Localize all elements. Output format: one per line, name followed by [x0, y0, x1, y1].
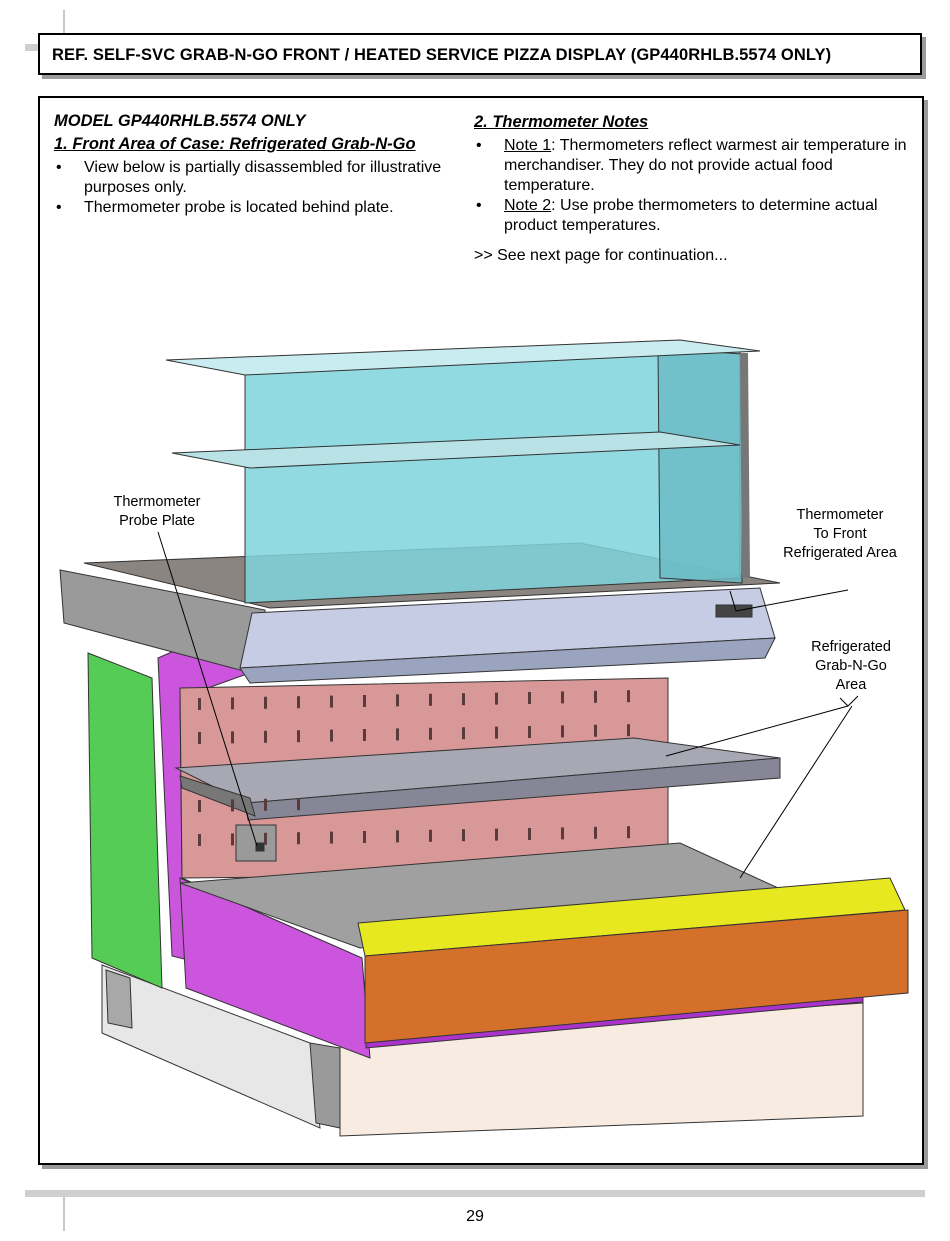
perforation-slot	[297, 798, 300, 811]
perforation-slot	[429, 727, 432, 740]
bullet-icon: •	[476, 197, 482, 214]
perforation-slot	[198, 834, 201, 846]
perforation-slot	[495, 726, 498, 739]
perforation-slot	[264, 832, 267, 845]
page-title: REF. SELF-SVC GRAB-N-GO FRONT / HEATED S…	[52, 46, 832, 64]
right-column: 2. Thermometer Notes • Note 1: Thermomete…	[474, 112, 914, 266]
perforation-slot	[495, 692, 498, 705]
orange-front-panel	[364, 909, 909, 1044]
perforation-slot	[264, 696, 267, 709]
perforation-slot	[462, 693, 465, 706]
perforation-slot	[363, 831, 366, 843]
list-item: •Thermometer probe is located behind pla…	[56, 199, 394, 216]
perforation-slot	[594, 724, 597, 737]
perforation-slot	[627, 690, 630, 703]
leader-front-thermometer	[729, 589, 849, 612]
perforation-slot	[231, 799, 234, 812]
probe-plate-hole	[255, 842, 265, 852]
green-side-panel	[87, 652, 163, 989]
shelf-bracket	[179, 775, 256, 817]
perforation-slot	[462, 829, 465, 842]
glass-top-shelf	[165, 339, 761, 376]
callout-probe-plate: Thermometer Probe Plate	[113, 494, 201, 529]
perforation-slot	[264, 798, 267, 811]
perforation-slot	[429, 829, 432, 842]
perforation-slot	[198, 698, 201, 710]
header-box: REF. SELF-SVC GRAB-N-GO FRONT / HEATED S…	[38, 33, 922, 75]
left-leg	[105, 969, 133, 1029]
perforation-slot	[627, 724, 630, 737]
thermometer-bar-lower	[239, 637, 776, 684]
perforation-slot	[330, 831, 333, 844]
perforation-slot	[330, 729, 333, 742]
perforation-slot	[528, 828, 531, 840]
thermometer-notes-list: • Note 1: Thermometers reflect warmest ai…	[474, 136, 914, 236]
right-leg	[309, 1042, 341, 1129]
perforation-slot	[297, 832, 300, 845]
perforation-slot	[561, 827, 564, 840]
perforation-slot	[198, 732, 201, 744]
perforation-slot	[297, 730, 300, 743]
leader-probe-plate	[157, 531, 258, 847]
continuation-note: >> See next page for continuation...	[474, 247, 728, 264]
perforation-slot	[231, 833, 234, 846]
perforation-slot	[495, 828, 498, 841]
gutter-line-top	[63, 10, 65, 45]
display-case-illustration	[59, 339, 909, 1137]
perforation-slot	[594, 826, 597, 839]
bullet-icon: •	[56, 159, 62, 176]
perforation-slot	[396, 830, 399, 843]
perforation-slot	[528, 726, 531, 738]
glass-middle-shelf	[171, 431, 741, 469]
bullet-icon: •	[56, 199, 62, 216]
thermometer-notes-heading: 2. Thermometer Notes	[474, 113, 649, 131]
front-area-list: •View below is partially disassembled fo…	[54, 158, 464, 218]
note-text: : Thermometers reflect warmest air tempe…	[504, 137, 907, 194]
lower-frame	[101, 964, 321, 1129]
perforation-slot	[231, 731, 234, 744]
perforation-slot	[363, 729, 366, 741]
leader-grab-n-go-deck	[739, 705, 853, 879]
magenta-side	[179, 877, 371, 1059]
leader-grab-n-go-bracket	[839, 695, 859, 707]
list-item: • Note 1: Thermometers reflect warmest ai…	[474, 136, 914, 196]
perforation-slot	[363, 695, 366, 707]
note-text: : Use probe thermometers to determine ac…	[504, 197, 878, 234]
callout-front-thermometer: Thermometer To Front Refrigerated Area	[783, 507, 897, 561]
bullet-icon: •	[476, 137, 482, 154]
callout-grab-n-go: Refrigerated Grab-N-Go Area	[811, 639, 891, 693]
glass-post	[740, 352, 750, 579]
perforation-slot	[396, 728, 399, 741]
gutter-line-bottom	[63, 1197, 65, 1231]
perforation-slot	[528, 692, 531, 704]
perforation-slot	[429, 693, 432, 706]
model-heading: MODEL GP440RHLB.5574 ONLY	[54, 112, 306, 130]
perforation-slot	[561, 691, 564, 704]
note-label: Note 1	[504, 137, 552, 154]
perforation-slot	[561, 725, 564, 738]
content-box: MODEL GP440RHLB.5574 ONLY 1. Front Area …	[38, 96, 924, 1165]
left-column: MODEL GP440RHLB.5574 ONLY 1. Front Area …	[54, 111, 464, 218]
note-label: Note 2	[504, 197, 552, 214]
perforation-slot	[396, 694, 399, 707]
perforation-slot	[330, 695, 333, 708]
glass-side-panel	[657, 347, 743, 584]
leader-grab-n-go-shelf	[665, 705, 849, 757]
perforation-slot	[627, 826, 630, 839]
perforation-slot	[462, 727, 465, 740]
bottom-rule	[25, 1190, 925, 1197]
front-area-heading: 1. Front Area of Case: Refrigerated Grab…	[54, 135, 416, 153]
list-item: • Note 2: Use probe thermometers to deter…	[474, 196, 914, 236]
thermometer-display	[715, 604, 753, 618]
perforation-slot	[297, 696, 300, 709]
list-item: •View below is partially disassembled fo…	[56, 159, 442, 196]
perforation-slot	[231, 697, 234, 710]
perforation-slot	[594, 690, 597, 703]
page-number: 29	[466, 1208, 484, 1225]
perforation-slot	[264, 730, 267, 743]
perforation-slot	[198, 800, 201, 812]
